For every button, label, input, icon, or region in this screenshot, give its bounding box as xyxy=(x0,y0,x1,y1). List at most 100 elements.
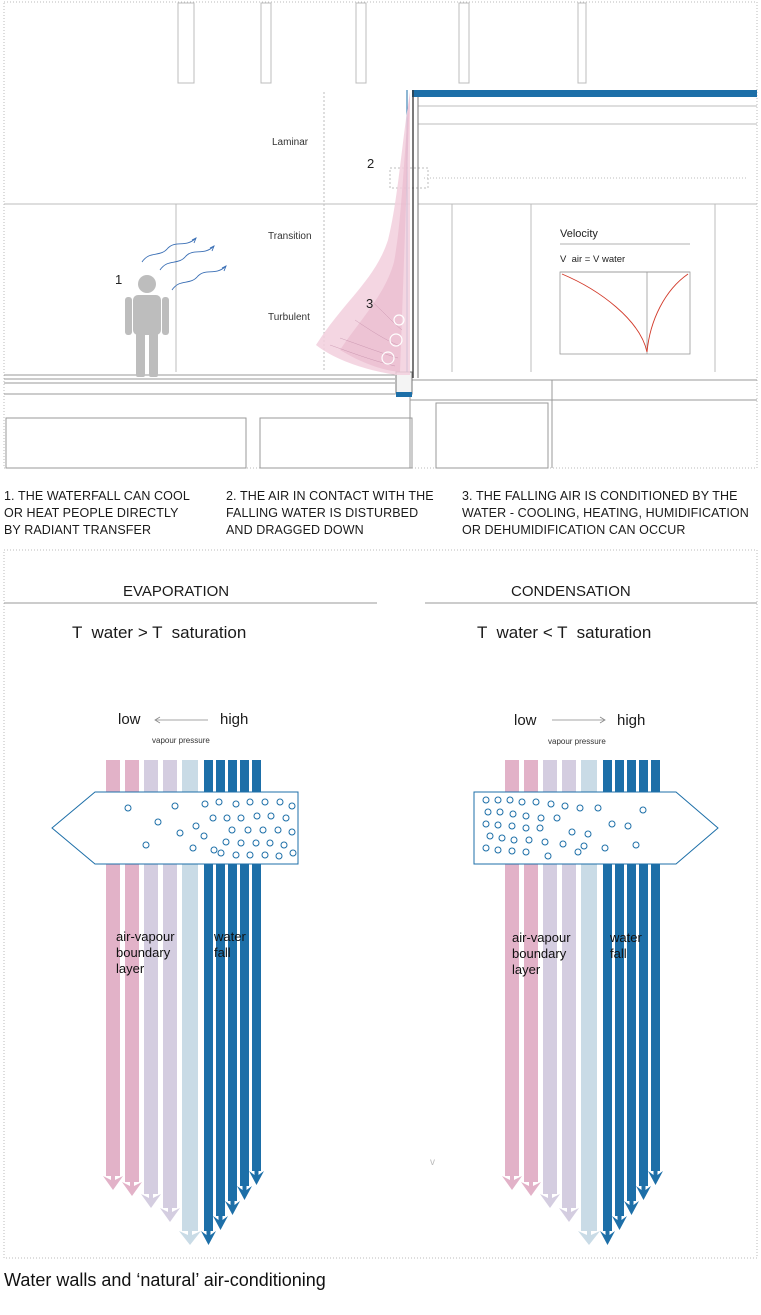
evap-water-label: water fall xyxy=(214,929,246,960)
vapour-bubble xyxy=(154,818,162,826)
vapour-bubble xyxy=(624,822,632,830)
water-fall-strip xyxy=(612,760,627,1230)
air-boundary-strip xyxy=(141,760,161,1208)
cond-low-label: low xyxy=(514,712,537,729)
vapour-bubble xyxy=(237,814,245,822)
vapour-bubble xyxy=(223,814,231,822)
water-fall-strip xyxy=(213,760,228,1230)
vapour-bubble xyxy=(496,808,504,816)
evaporation-flow-strips xyxy=(103,760,264,1245)
water-fall-strip xyxy=(201,760,216,1245)
vapour-bubble xyxy=(215,798,223,806)
vapour-bubble xyxy=(482,820,490,828)
section-view-drawing xyxy=(3,1,758,469)
vapour-bubble xyxy=(274,826,282,834)
section-frame xyxy=(3,1,758,469)
vapour-bubble xyxy=(246,798,254,806)
water-fall-strip xyxy=(624,760,639,1215)
vapour-bubble xyxy=(486,832,494,840)
vapour-bubble xyxy=(532,798,540,806)
vapour-bubble xyxy=(525,836,533,844)
vapour-bubble xyxy=(522,824,530,832)
evap-high-label: high xyxy=(220,711,249,728)
vapour-bubble xyxy=(200,832,208,840)
turbulent-label: Turbulent xyxy=(268,312,310,323)
air-boundary-strip xyxy=(559,760,579,1222)
vapour-bubble xyxy=(522,812,530,820)
vapour-bubble xyxy=(509,810,517,818)
water-fall-strip xyxy=(600,760,615,1245)
vapour-bubble xyxy=(561,802,569,810)
air-boundary-strip xyxy=(578,760,600,1245)
vapour-bubble xyxy=(482,844,490,852)
vapour-bubble xyxy=(506,796,514,804)
lower-frame xyxy=(3,549,758,1259)
vapour-bubble xyxy=(508,822,516,830)
vapour-bubble xyxy=(192,822,200,830)
radiant-heat-arrows xyxy=(141,237,227,291)
evaporation-band xyxy=(51,791,299,865)
vapour-bubble xyxy=(276,798,284,806)
vapour-bubble xyxy=(280,841,288,849)
vapour-bubble xyxy=(189,844,197,852)
vapour-bubble xyxy=(547,800,555,808)
caption-2: 2. THE AIR IN CONTACT WITH THE FALLING W… xyxy=(226,489,434,537)
floor-slab xyxy=(4,374,757,469)
cond-high-label: high xyxy=(617,712,646,729)
vapour-bubble xyxy=(244,826,252,834)
vapour-bubble xyxy=(639,806,647,814)
vapour-bubble xyxy=(584,830,592,838)
cond-boundary-label: air-vapour boundary layer xyxy=(512,930,571,977)
vapour-bubble xyxy=(261,798,269,806)
vapour-bubble xyxy=(282,814,290,822)
velocity-equation: V air = V water xyxy=(560,254,626,265)
vapour-bubble xyxy=(232,800,240,808)
marker-1: 1 xyxy=(115,272,123,287)
water-fall-strip xyxy=(225,760,240,1215)
vapour-bubble xyxy=(210,846,218,854)
vapour-bubble xyxy=(288,828,296,836)
water-fall-strip xyxy=(636,760,651,1200)
vapour-bubble xyxy=(484,808,492,816)
figure-title: Water walls and ‘natural’ air-conditioni… xyxy=(4,1270,326,1290)
caption-3: 3. THE FALLING AIR IS CONDITIONED BY THE… xyxy=(462,489,749,537)
vapour-bubble xyxy=(217,849,225,857)
condensation-bubbles xyxy=(482,796,647,860)
transition-label: Transition xyxy=(268,231,312,242)
water-fall-strip xyxy=(648,760,663,1185)
vapour-bubble xyxy=(608,820,616,828)
condensation-flow-strips xyxy=(502,760,663,1245)
evap-boundary-label: air-vapour boundary layer xyxy=(116,929,175,976)
air-plume xyxy=(316,92,410,375)
vapour-bubble xyxy=(568,828,576,836)
velocity-graph xyxy=(559,243,691,355)
vapour-bubble xyxy=(518,798,526,806)
person-figure xyxy=(125,275,169,377)
vapour-bubble xyxy=(498,834,506,842)
vapour-bubble xyxy=(237,839,245,847)
water-fall-strip xyxy=(249,760,264,1185)
vapour-bubble xyxy=(124,804,132,812)
vapour-bubble xyxy=(632,841,640,849)
evaporation-heading: EVAPORATION xyxy=(123,583,230,600)
vapour-bubble xyxy=(580,842,588,850)
marker-3: 3 xyxy=(366,296,374,311)
vapour-bubble xyxy=(594,804,602,812)
caption-1: 1. THE WATERFALL CAN COOL OR HEAT PEOPLE… xyxy=(4,489,190,537)
vapour-bubble xyxy=(494,846,502,854)
laminar-label: Laminar xyxy=(272,137,309,148)
vapour-bubble xyxy=(544,852,552,860)
condensation-band xyxy=(473,791,719,865)
vapour-bubble xyxy=(536,824,544,832)
vapour-bubble xyxy=(142,841,150,849)
air-boundary-strip xyxy=(540,760,560,1208)
vapour-bubble xyxy=(541,838,549,846)
vapour-bubble xyxy=(553,814,561,822)
evap-direction-arrow xyxy=(154,716,208,724)
vapour-bubble xyxy=(246,851,254,859)
vapour-bubble xyxy=(201,800,209,808)
vapour-bubble xyxy=(228,826,236,834)
vapour-bubble xyxy=(559,840,567,848)
vapour-bubble xyxy=(522,848,530,856)
vapour-bubble xyxy=(574,848,582,856)
